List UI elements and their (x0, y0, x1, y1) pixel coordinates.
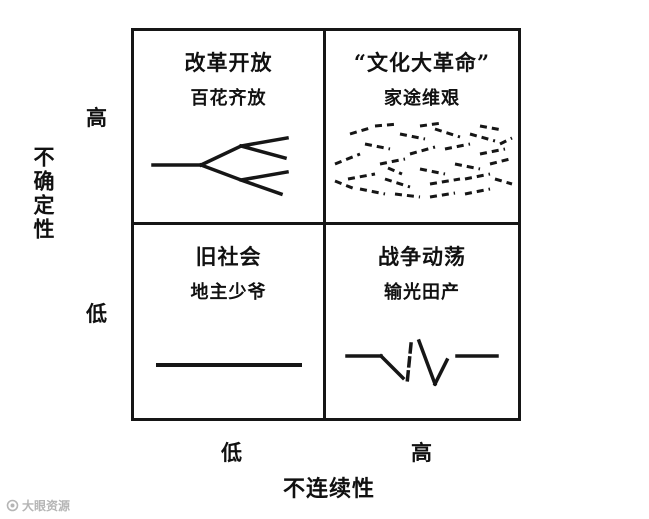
branching-lines-figure (150, 135, 289, 197)
quadrant-top-right: “文化大革命” 家途维艰 (326, 31, 518, 225)
watermark-text: 大眼资源 (22, 499, 71, 513)
quadrant-bottom-right: 战争动荡 输光田产 (326, 225, 518, 419)
watermark-logo-icon (6, 499, 19, 512)
quadrant-title: “文化大革命” (353, 50, 491, 75)
y-axis-high-label: 高 (86, 105, 108, 130)
quadrant-subtitle: 百花齐放 (190, 88, 267, 109)
quadrant-subtitle: 地主少爷 (190, 281, 267, 303)
quadrant-bottom-left: 旧社会 地主少爷 (134, 224, 326, 418)
quadrant-title: 改革开放 (184, 50, 273, 75)
x-axis-label: 不连续性 (283, 476, 376, 502)
x-axis-low-label: 低 (221, 440, 243, 465)
straight-line-figure (155, 362, 302, 367)
x-axis-high-label: 高 (411, 440, 433, 465)
watermark: 大眼资源 (6, 497, 70, 514)
quadrant-subtitle: 家途维艰 (384, 88, 460, 109)
y-axis-label: 不确定性 (31, 146, 56, 242)
broken-zigzag-figure (345, 338, 499, 386)
y-axis-low-label: 低 (86, 301, 108, 326)
matrix-grid: 改革开放 百花齐放 “文化大革命” 家途维艰 (131, 28, 521, 421)
quadrant-subtitle: 输光田产 (384, 281, 460, 303)
chaotic-dashes-figure (334, 121, 513, 199)
quadrant-title: 战争动荡 (378, 243, 466, 269)
quadrant-title: 旧社会 (195, 243, 262, 269)
quadrant-top-left: 改革开放 百花齐放 (134, 31, 326, 225)
